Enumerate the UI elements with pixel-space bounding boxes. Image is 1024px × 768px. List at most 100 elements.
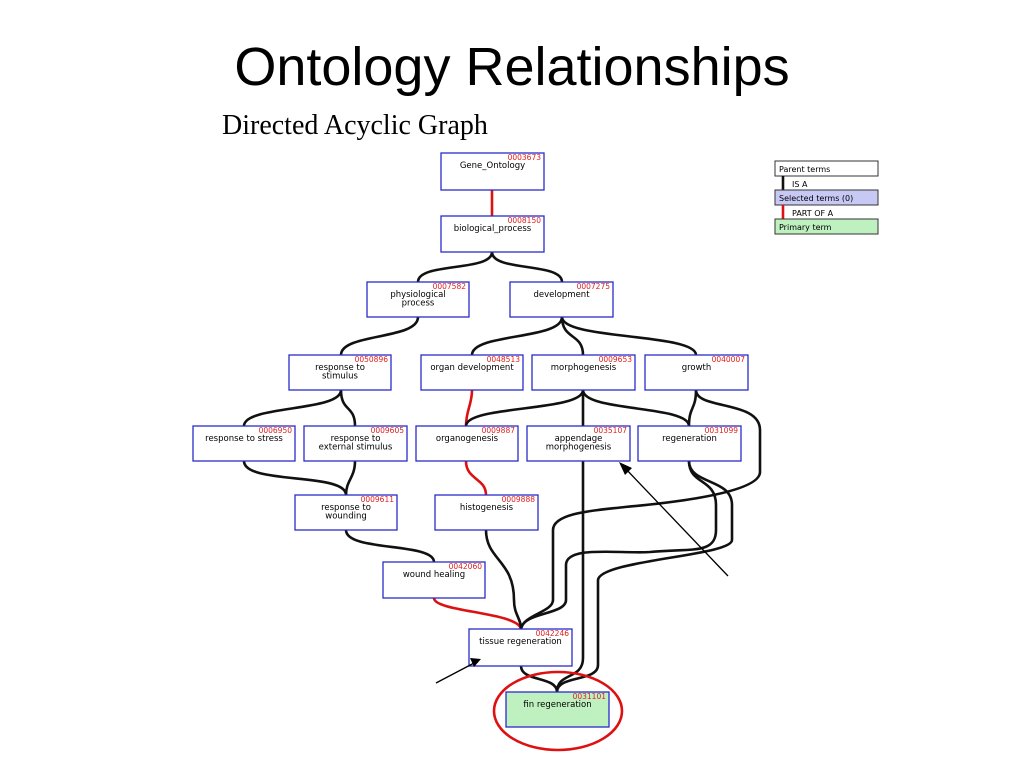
highlight-circle: [492, 670, 624, 752]
node-box: [440, 215, 545, 253]
node-box: [415, 425, 519, 462]
node-box: [420, 354, 524, 391]
edge-bp-to-physiological-process: [416, 250, 494, 284]
node-id: 0009887: [482, 426, 516, 435]
node-id: 0009653: [599, 355, 633, 364]
node-id: 0008150: [508, 216, 542, 225]
node-box: [440, 152, 545, 191]
node-label: response to: [315, 363, 365, 373]
node-label: response to: [331, 434, 381, 444]
arrowhead-appendage: [619, 462, 632, 475]
node-label: wound healing: [403, 570, 465, 580]
node-label: organogenesis: [436, 434, 499, 444]
node-id: 0006950: [259, 426, 293, 435]
edge-development-to-growth: [560, 315, 698, 357]
node-label: process: [402, 299, 435, 309]
node-id: 0003673: [508, 153, 542, 162]
node-label: response to: [321, 503, 371, 513]
edge-organogenesis-to-histogenesis: [464, 459, 488, 497]
legend-selected-terms-box: [774, 189, 879, 206]
edge-tissue-regeneration-to-fin-regeneration: [519, 664, 559, 694]
node-id: 0035107: [594, 426, 628, 435]
node-id: 0007275: [577, 282, 611, 291]
edge-morphogenesis-to-regeneration: [581, 388, 691, 428]
edge-regeneration-to-tissue-regeneration-a: [519, 459, 718, 631]
node-id: 0042060: [449, 562, 483, 571]
slide-title: Ontology Relationships: [234, 37, 790, 97]
node-id: 0050896: [355, 355, 389, 364]
node-label: appendage: [555, 434, 603, 444]
node-box: [526, 425, 631, 462]
node-label: stimulus: [322, 372, 359, 382]
node-id: 0031099: [705, 426, 739, 435]
node-box: [288, 354, 392, 391]
edge-wounding-to-wound-healing: [344, 528, 436, 564]
annotation-arrows: [435, 462, 729, 684]
legend-is-a: IS A: [792, 180, 808, 189]
arrow-to-appendage-morphogenesis: [623, 466, 729, 577]
arrowhead-tissue: [470, 658, 481, 667]
node-label: wounding: [325, 512, 366, 522]
edge-bp-to-development: [490, 250, 564, 284]
node-id: 0042246: [536, 629, 570, 638]
edge-stimulus-to-response-to-stress: [242, 388, 343, 428]
node-label: morphogenesis: [551, 363, 617, 373]
node-box: [366, 281, 470, 318]
node-label: response to stress: [205, 434, 283, 444]
node-box: [382, 561, 486, 599]
edge-development-to-organ-development: [470, 315, 564, 357]
node-label: physiological: [390, 290, 445, 300]
node-box: [434, 494, 539, 531]
node-box: [468, 628, 573, 667]
node-box: [637, 425, 742, 462]
node-label: fin regeneration: [523, 700, 591, 710]
node-label: histogenesis: [460, 503, 514, 513]
legend-primary-term-box: [774, 218, 879, 235]
edge-stimulus-to-external-stimulus: [339, 388, 357, 428]
node-label: biological_process: [454, 224, 532, 234]
node-label: development: [533, 290, 590, 300]
edge-growth-to-tissue-regeneration: [519, 388, 762, 631]
node-label: tissue regeneration: [479, 637, 562, 647]
edge-wound-healing-to-tissue-regeneration: [432, 596, 523, 631]
edge-morphogenesis-to-organogenesis: [464, 388, 585, 428]
arrow-to-tissue-regeneration: [435, 661, 477, 684]
node-box: [192, 425, 296, 462]
node-box: [644, 354, 749, 391]
edge-stress-to-wounding: [242, 459, 348, 497]
node-id: 0009605: [371, 426, 405, 435]
node-label: growth: [682, 363, 712, 373]
node-label: organ development: [430, 363, 514, 373]
node-id: 0009611: [361, 495, 395, 504]
node-id: 0009888: [502, 495, 536, 504]
legend-part-of-a: PART OF A: [792, 209, 834, 218]
legend-primary-term: Primary term: [779, 223, 832, 232]
node-box: [509, 281, 614, 318]
legend-parent-terms: Parent terms: [779, 165, 830, 174]
node-label: external stimulus: [319, 443, 393, 453]
edges: [242, 188, 762, 694]
edge-external-stimulus-to-wounding: [344, 459, 357, 497]
edge-development-to-morphogenesis: [560, 315, 585, 357]
legend: Parent terms IS A Selected terms (0) PAR…: [774, 160, 879, 235]
